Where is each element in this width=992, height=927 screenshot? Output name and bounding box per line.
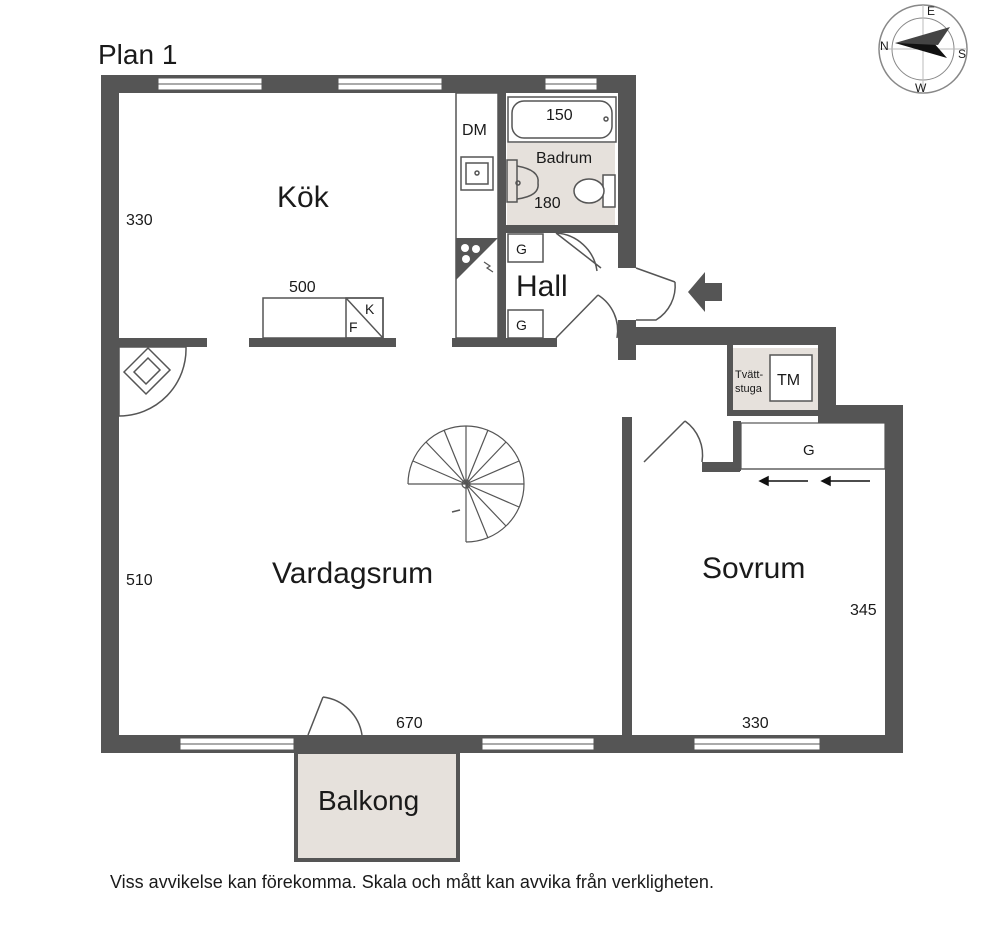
compass-n-label: N xyxy=(880,39,889,53)
living-width-dim: 670 xyxy=(396,715,423,732)
toilet xyxy=(573,174,616,208)
bathroom-label: Badrum xyxy=(536,150,592,167)
living-room-label: Vardagsrum xyxy=(272,557,433,590)
hall-wardrobe-top xyxy=(507,233,544,263)
sink xyxy=(506,159,539,203)
hall-label: Hall xyxy=(516,270,568,303)
living-height-dim: 510 xyxy=(126,572,153,589)
washing-machine-label: TM xyxy=(777,372,800,389)
entrance-arrow-icon xyxy=(688,272,722,312)
bedroom-wardrobe-label: G xyxy=(803,442,815,459)
laundry-label-2: stuga xyxy=(735,383,763,395)
freezer-label: F xyxy=(349,319,358,335)
balcony-label: Balkong xyxy=(318,785,419,816)
doors xyxy=(307,232,704,736)
dishwasher-label: DM xyxy=(462,122,487,139)
balcony-floor xyxy=(294,750,460,862)
compass-s-label: S xyxy=(958,47,966,61)
compass-w-label: W xyxy=(915,81,927,95)
kitchen-width-dim: 500 xyxy=(289,279,316,296)
bedroom-width-dim: 330 xyxy=(742,715,769,732)
disclaimer-text: Viss avvikelse kan förekomma. Skala och … xyxy=(110,872,714,892)
compass-icon: N E S W xyxy=(878,4,968,95)
bath-width-label: 150 xyxy=(546,107,573,124)
bathtub xyxy=(507,96,617,143)
laundry-label-1: Tvätt- xyxy=(735,369,763,381)
kitchen-counter xyxy=(455,92,499,339)
kitchen-height-dim: 330 xyxy=(126,212,153,229)
windows xyxy=(157,77,821,751)
bath-height-label: 180 xyxy=(534,195,561,212)
fireplace-icon xyxy=(118,346,187,417)
fridge-label: K xyxy=(365,301,375,317)
spiral-staircase xyxy=(407,425,525,543)
hall-wardrobe-bottom-label: G xyxy=(516,317,527,333)
stove-icon xyxy=(456,238,498,280)
walls xyxy=(101,75,903,753)
sliding-door-arrows xyxy=(758,475,870,487)
hall-wardrobe-bottom xyxy=(507,309,544,339)
kitchen-label: Kök xyxy=(277,181,330,214)
bedroom-height-dim: 345 xyxy=(850,602,877,619)
plan-title: Plan 1 xyxy=(98,39,177,70)
kitchen-island xyxy=(262,297,384,339)
bedroom-label: Sovrum xyxy=(702,552,805,585)
compass-e-label: E xyxy=(927,4,935,18)
hall-wardrobe-top-label: G xyxy=(516,241,527,257)
washing-machine xyxy=(769,354,813,402)
